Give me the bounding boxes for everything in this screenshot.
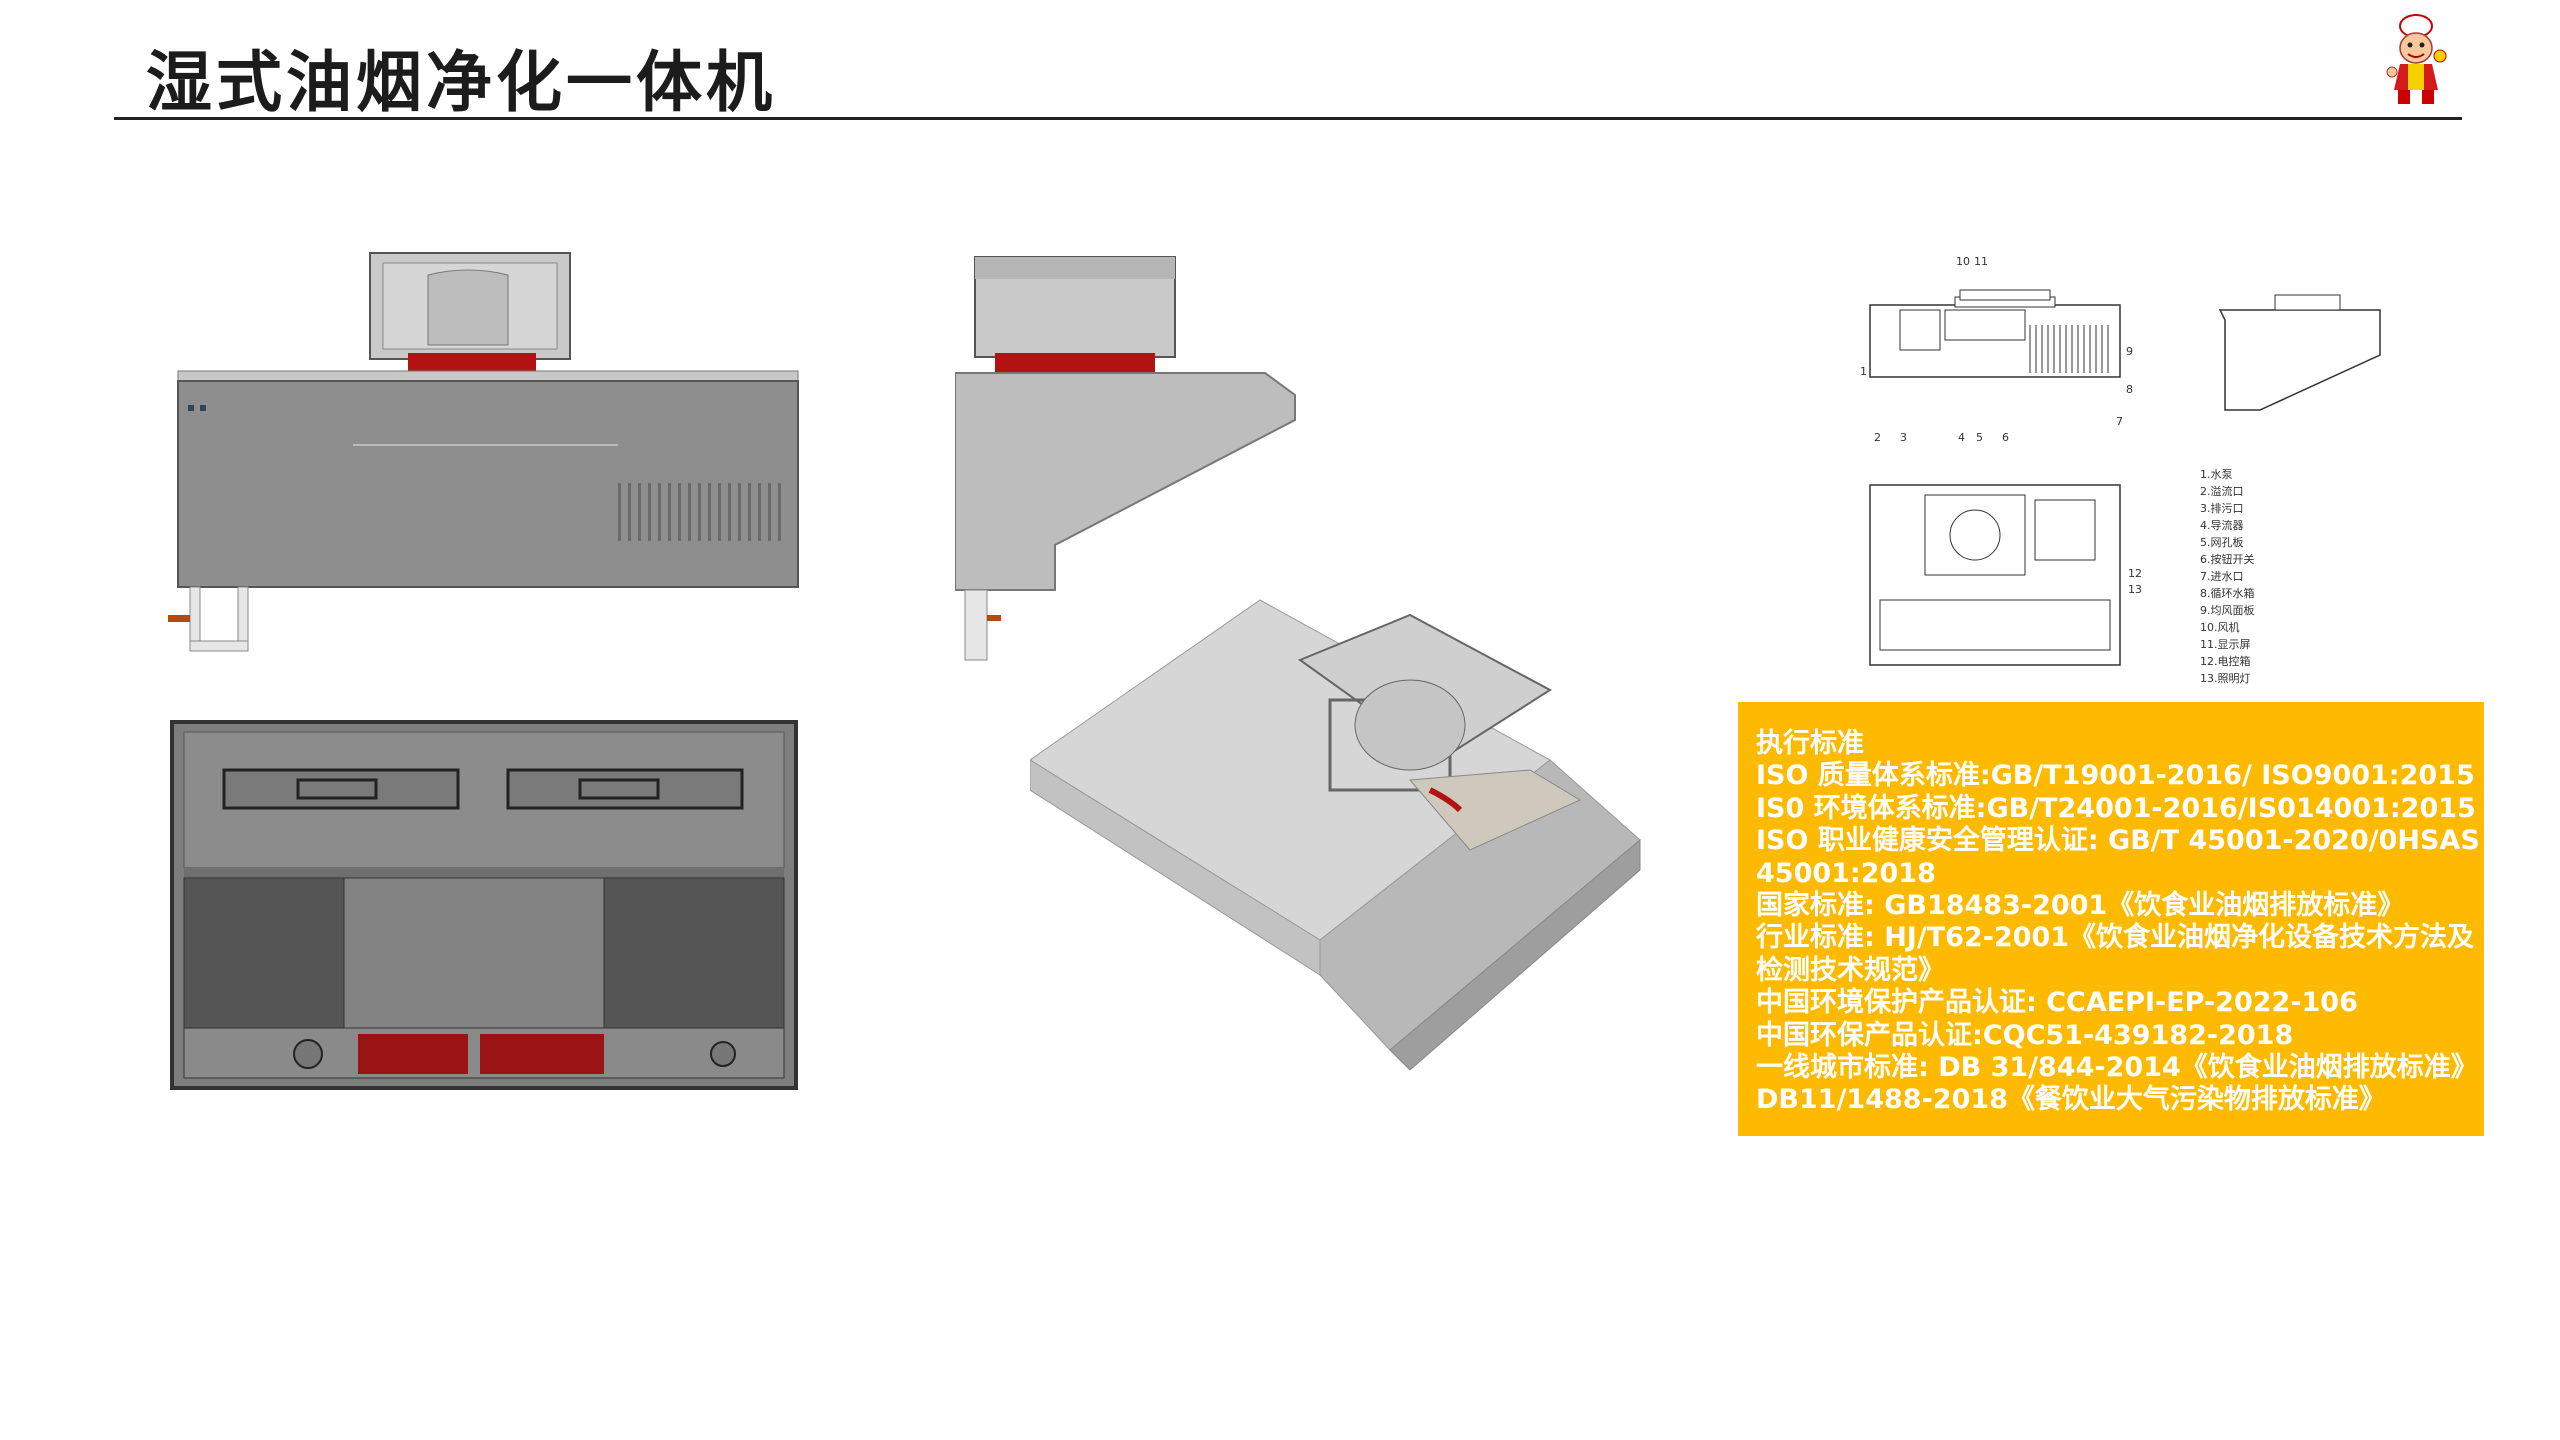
standards-line: ISO 质量体系标准:GB/T19001-2016/ ISO9001:2015 — [1756, 760, 2475, 792]
schematic-label-7: 7 — [2116, 415, 2123, 428]
standards-line: 一线城市标准: DB 31/844-2014《饮食业油烟排放标准》 — [1756, 1052, 2478, 1084]
legend-item: 7.进水口 — [2200, 570, 2244, 583]
legend-item: 9.均风面板 — [2200, 603, 2255, 617]
standards-line: 45001:2018 — [1756, 857, 1936, 889]
schematic-label-4: 4 — [1958, 431, 1965, 444]
legend-item: 1.水泵 — [2200, 468, 2233, 481]
legend-item: 6.按钮开关 — [2200, 552, 2255, 566]
schematic-label-8: 8 — [2126, 383, 2133, 396]
standards-line: 中国环保产品认证:CQC51-439182-2018 — [1756, 1019, 2294, 1051]
schematic-label-5: 5 — [1976, 431, 1983, 444]
standards-line: 行业标准: HJ/T62-2001《饮食业油烟净化设备技术方法及 — [1756, 922, 2475, 954]
chef-mascot-icon — [2386, 14, 2447, 104]
schematic-label-1: 1 — [1860, 365, 1867, 378]
bottom-view-drawing — [170, 720, 798, 1090]
legend-item: 8.循环水箱 — [2200, 586, 2255, 600]
legend-item: 2.溢流口 — [2200, 484, 2244, 498]
schematic-label-3: 3 — [1900, 431, 1907, 444]
schematic-label-9: 9 — [2126, 345, 2133, 358]
page-title: 湿式油烟净化一体机 — [146, 44, 776, 121]
schematic-label-11: 11 — [1974, 255, 1988, 268]
standards-line: ISO 职业健康安全管理认证: GB/T 45001-2020/0HSAS — [1756, 825, 2480, 857]
isometric-view-drawing — [1030, 599, 1641, 1071]
front-view-drawing — [168, 252, 799, 652]
standards-line: 检测技术规范》 — [1756, 954, 1945, 986]
standards-line: 国家标准: GB18483-2001《饮食业油烟排放标准》 — [1756, 890, 2405, 922]
legend-item: 10.风机 — [2200, 620, 2240, 634]
side-view-drawing — [955, 256, 1296, 661]
schematic-label-10: 10 — [1956, 255, 1970, 268]
legend-item: 5.网孔板 — [2200, 535, 2244, 549]
legend-item: 13.照明灯 — [2200, 672, 2251, 685]
legend-item: 4.导流器 — [2200, 518, 2244, 532]
schematic-label-13: 13 — [2128, 583, 2142, 596]
schematic-label-12: 12 — [2128, 567, 2142, 580]
legend-item: 12.电控箱 — [2200, 654, 2251, 668]
legend-item: 11.显示屏 — [2200, 638, 2251, 651]
standards-line: DB11/1488-2018《餐饮业大气污染物排放标准》 — [1756, 1084, 2386, 1116]
schematic-label-2: 2 — [1874, 431, 1881, 444]
schematic-label-6: 6 — [2002, 431, 2009, 444]
standards-line: IS0 环境体系标准:GB/T24001-2016/IS014001:2015 — [1756, 792, 2476, 824]
standards-box: 执行标准 ISO 质量体系标准:GB/T19001-2016/ ISO9001:… — [1738, 702, 2484, 1136]
technical-schematic: 10 11 1 2 3 4 5 6 9 8 7 12 13 1.水泵 2.溢流口… — [1860, 255, 2381, 685]
title-underline — [114, 117, 2462, 120]
schematic-legend: 1.水泵 2.溢流口 3.排污口 4.导流器 5.网孔板 6.按钮开关 7.进水… — [2200, 468, 2255, 685]
standards-heading: 执行标准 — [1756, 728, 1864, 759]
legend-item: 3.排污口 — [2200, 501, 2244, 515]
standards-line: 中国环境保护产品认证: CCAEPI-EP-2022-106 — [1756, 987, 2358, 1019]
